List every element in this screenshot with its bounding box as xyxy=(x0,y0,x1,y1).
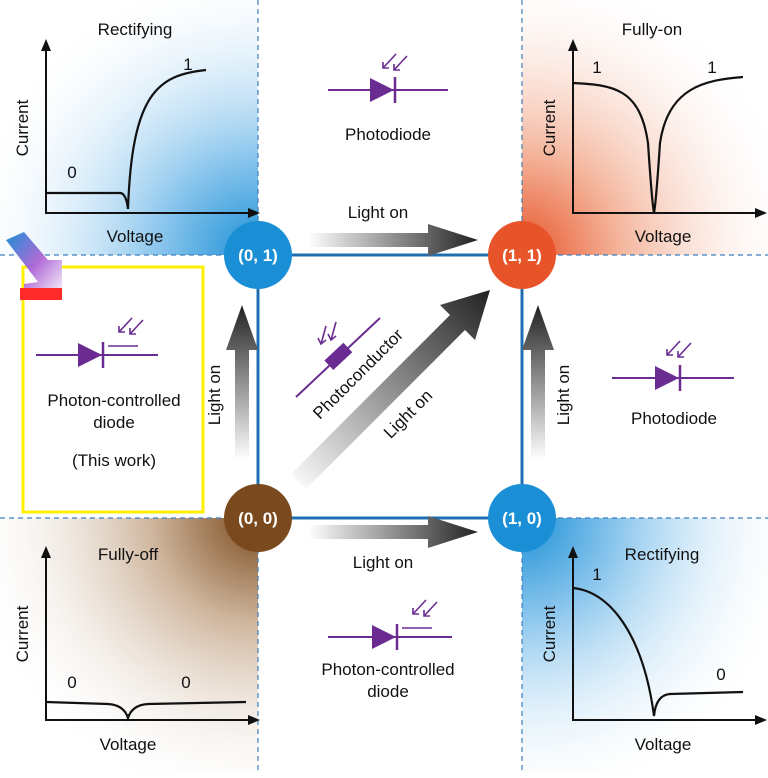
x-axis-label: Voltage xyxy=(635,227,692,246)
photon-controlled-diode-symbol-highlight xyxy=(36,317,158,368)
iv-curve xyxy=(572,586,744,717)
x-axis-label: Voltage xyxy=(107,227,164,246)
node-01: (0, 1) xyxy=(224,221,292,289)
photodiode-symbol-right xyxy=(612,340,734,391)
y-axis-label: Current xyxy=(540,605,559,662)
highlight-box xyxy=(21,265,205,514)
arrow-top-label: Light on xyxy=(348,203,409,222)
photon-controlled-diode-symbol-bottom xyxy=(328,599,452,650)
plot-axes xyxy=(45,43,256,214)
quadrant-bg-bottom-right xyxy=(522,518,768,773)
iv-curve xyxy=(46,68,207,210)
arrow-diagonal xyxy=(291,290,490,489)
curve-state-label: 0 xyxy=(716,665,725,684)
arrow-bottom xyxy=(308,516,478,548)
arrow-left xyxy=(226,305,258,460)
x-axis-arrowhead xyxy=(755,208,767,218)
photon-controlled-diode-label-line1: Photon-controlled xyxy=(321,660,454,679)
arrow-right-label: Light on xyxy=(554,365,573,426)
quadrant-bg-bottom-left xyxy=(0,518,258,773)
highlight-label-line1: Photon-controlled xyxy=(47,391,180,410)
y-axis-label: Current xyxy=(13,99,32,156)
node-00: (0, 0) xyxy=(224,484,292,552)
x-axis-arrowhead xyxy=(248,208,260,218)
photodiode-symbol-top xyxy=(328,53,448,103)
y-axis-arrowhead xyxy=(41,546,51,558)
x-axis-label: Voltage xyxy=(100,735,157,754)
x-axis-label: Voltage xyxy=(635,735,692,754)
node-00-label: (0, 0) xyxy=(238,509,278,528)
y-axis-arrowhead xyxy=(568,39,578,51)
iv-curve xyxy=(45,700,247,722)
node-11-label: (1, 1) xyxy=(502,246,542,265)
highlight-label-line2: diode xyxy=(93,413,135,432)
node-11: (1, 1) xyxy=(488,221,556,289)
arrow-left-label: Light on xyxy=(205,365,224,426)
x-axis-arrowhead xyxy=(755,715,767,725)
arrow-top xyxy=(308,224,478,256)
plot-title: Fully-on xyxy=(622,20,682,39)
iv-curve xyxy=(572,75,744,214)
curve-state-label: 0 xyxy=(67,673,76,692)
plot-axes xyxy=(572,550,763,721)
curve-state-label: 1 xyxy=(183,55,192,74)
node-10: (1, 0) xyxy=(488,484,556,552)
y-axis-label: Current xyxy=(540,99,559,156)
plot-title: Rectifying xyxy=(625,545,700,564)
plot-axes xyxy=(572,43,763,214)
photodiode-label-right: Photodiode xyxy=(631,409,717,428)
arrow-right xyxy=(522,305,554,460)
curve-state-label: 1 xyxy=(707,58,716,77)
photon-controlled-diode-label-line2: diode xyxy=(367,682,409,701)
curve-state-label: 1 xyxy=(592,565,601,584)
photodiode-label-top: Photodiode xyxy=(345,125,431,144)
curve-state-label: 0 xyxy=(67,163,76,182)
curve-state-label: 1 xyxy=(592,58,601,77)
curve-state-label: 0 xyxy=(181,673,190,692)
y-axis-arrowhead xyxy=(568,546,578,558)
x-axis-arrowhead xyxy=(248,715,260,725)
y-axis-arrowhead xyxy=(41,39,51,51)
corner-arrow-icon xyxy=(6,232,62,300)
plot-title: Rectifying xyxy=(98,20,173,39)
arrow-bottom-label: Light on xyxy=(353,553,414,572)
photoconductor-symbol xyxy=(295,317,381,398)
highlight-note: (This work) xyxy=(72,451,156,470)
node-10-label: (1, 0) xyxy=(502,509,542,528)
node-01-label: (0, 1) xyxy=(238,246,278,265)
plot-title: Fully-off xyxy=(98,545,158,564)
plot-axes xyxy=(45,550,256,721)
y-axis-label: Current xyxy=(13,605,32,662)
